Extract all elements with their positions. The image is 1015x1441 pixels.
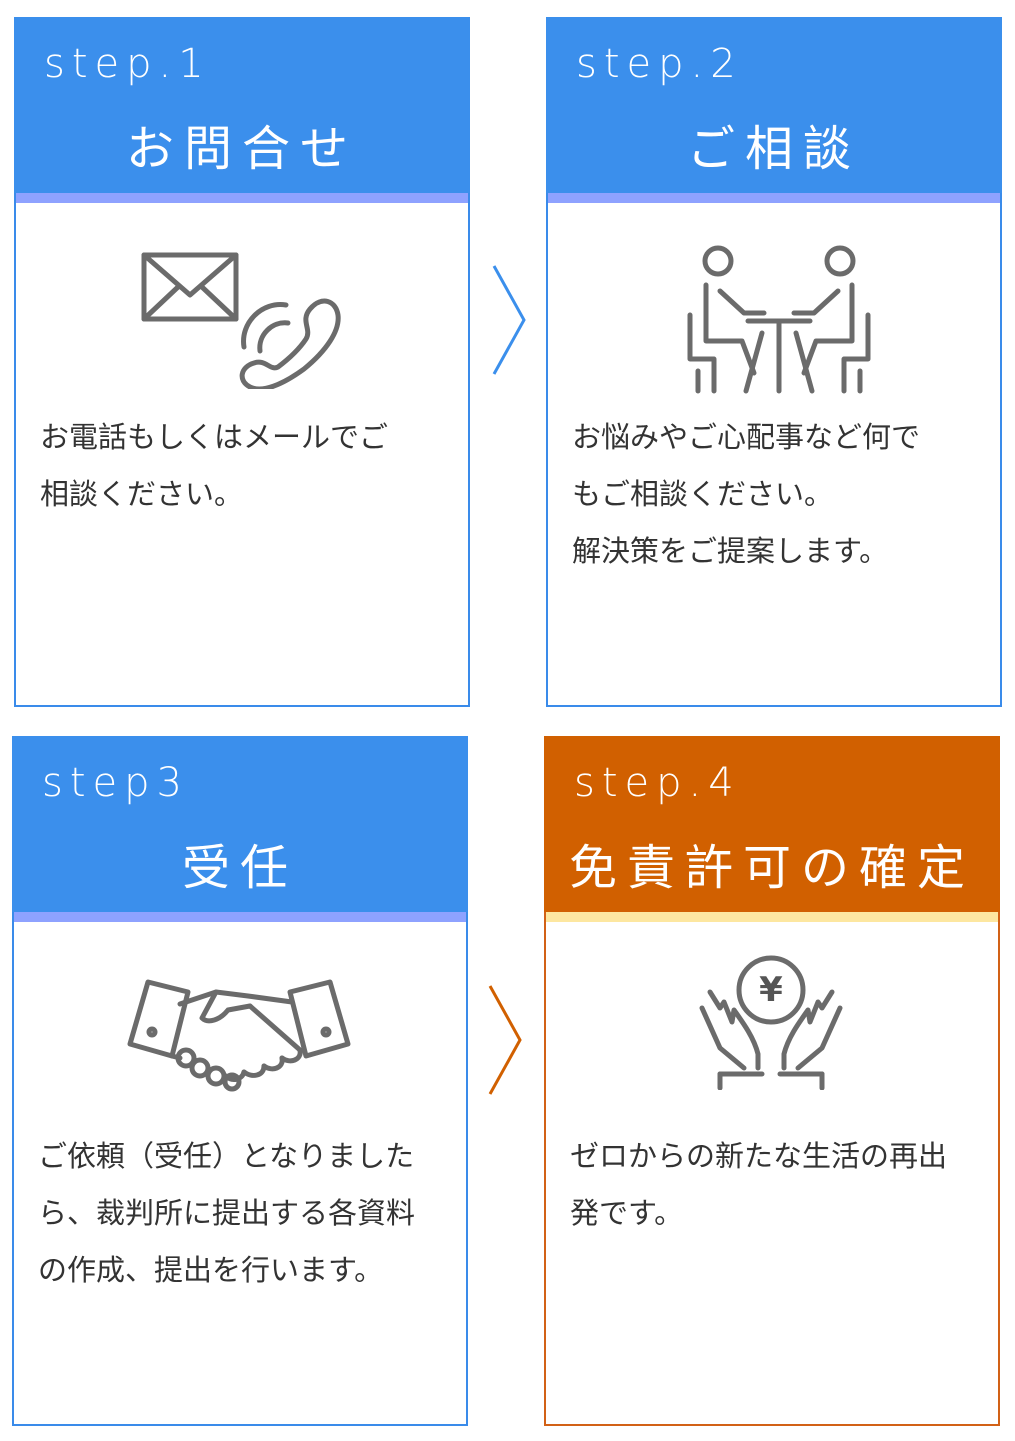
chevron-right-icon [488,985,522,1095]
description-line: 発です。 [570,1196,684,1230]
description-line: ら、裁判所に提出する各資料 [38,1196,416,1230]
accent-bar [548,193,1000,203]
step-title: ご相談 [686,121,861,177]
step-header: step.2 ご相談 [546,17,1002,193]
description-line: ご依頼（受任）となりました [38,1139,415,1173]
step-header: step.4 免責許可の確定 [544,736,1000,912]
description-line: お悩みやご心配事など何で [572,420,921,454]
accent-bar [546,912,998,922]
step-title: 受任 [181,840,298,896]
step-description: お電話もしくはメールでご 相談ください。 [40,409,448,523]
step-card-4: step.4 免責許可の確定 ¥ ゼロからの新たな生活の再出 発です。 [544,736,1000,1426]
accent-bar [14,912,466,922]
step-header: step3 受任 [12,736,468,912]
step-description: ご依頼（受任）となりました ら、裁判所に提出する各資料 の作成、提出を行います。 [38,1128,446,1299]
mail-phone-icon [141,252,341,389]
step-description: お悩みやご心配事など何で もご相談ください。 解決策をご提案します。 [572,409,980,580]
step-title: お問合せ [125,121,358,177]
accent-bar [16,193,468,203]
description-line: 解決策をご提案します。 [572,534,889,568]
chevron-right-icon [492,265,526,375]
step-card-3: step3 受任 ご依頼（受任）となりました ら、裁判所に提出する各資料 の作成… [12,736,468,1426]
step-card-1: step.1 お問合せ お電話もしくはメールでご 相談ください。 [14,17,470,707]
yen-symbol: ¥ [759,970,783,1010]
step-description: ゼロからの新たな生活の再出 発です。 [570,1128,978,1242]
description-line: お電話もしくはメールでご [40,420,389,454]
step-number: step.1 [44,41,211,87]
handshake-icon [127,979,351,1092]
description-line: 相談ください。 [40,477,244,511]
step-number: step.2 [576,41,743,87]
step-title: 免責許可の確定 [568,840,975,896]
step-number: step3 [42,760,189,806]
step-card-2: step.2 ご相談 お悩みやご心配事など何で もご相談ください。 解決策をご提… [546,17,1002,707]
step-header: step.1 お問合せ [14,17,470,193]
description-line: の作成、提出を行います。 [38,1253,384,1287]
description-line: もご相談ください。 [572,477,834,511]
description-line: ゼロからの新たな生活の再出 [570,1139,948,1173]
yen-hands-icon: ¥ [696,950,846,1090]
consultation-icon [687,245,871,394]
step-number: step.4 [574,760,741,806]
